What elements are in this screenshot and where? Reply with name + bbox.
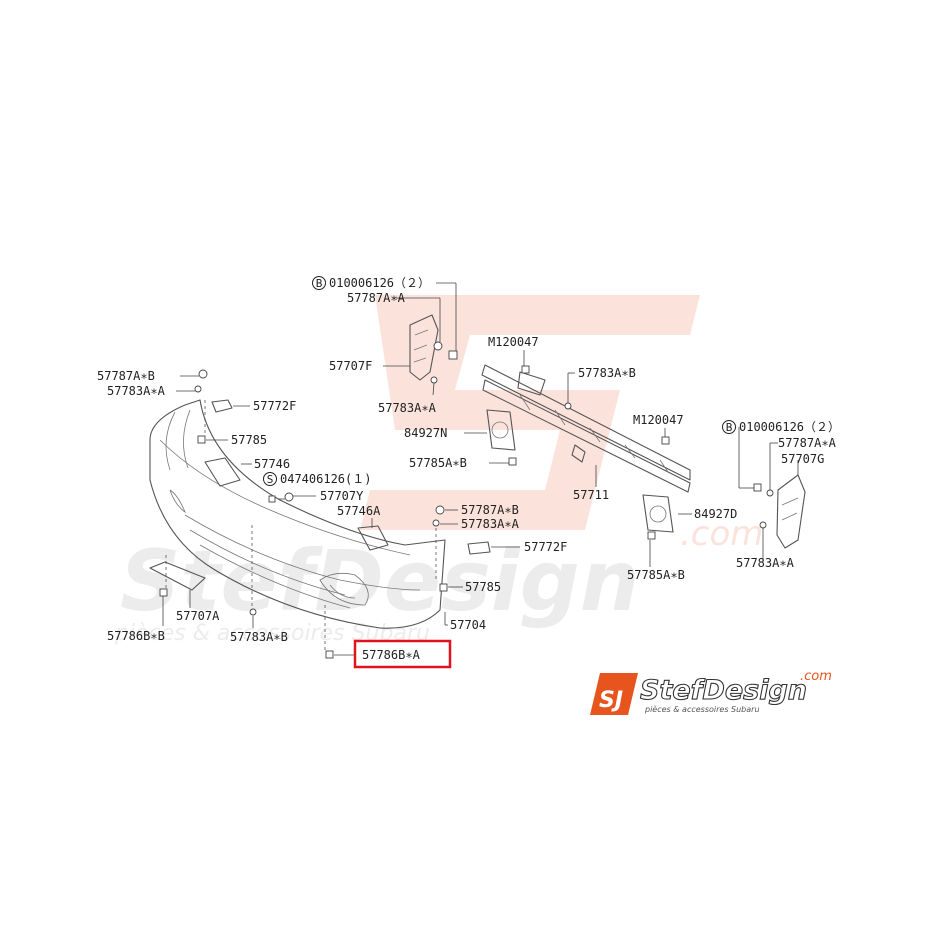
bracket-57707G-drawing — [776, 474, 806, 549]
marker-b-right: B — [726, 421, 733, 434]
highlight-box — [353, 639, 452, 669]
label-57787AB-center: 57787A∗B — [461, 503, 519, 517]
marker-b-top: B — [316, 277, 323, 290]
marker-s: S — [267, 473, 274, 486]
label-57746A: 57746A — [337, 504, 381, 518]
label-57785-left: 57785 — [231, 433, 267, 447]
label-57783AA-mid: 57783A∗A — [378, 401, 437, 415]
label-57772F-right: 57772F — [524, 540, 567, 554]
label-57786BB: 57786B∗B — [107, 629, 165, 643]
label-57783AB-bottom: 57783A∗B — [230, 630, 288, 644]
label-84927N: 84927N — [404, 426, 447, 440]
label-010006126-right: 010006126（２） — [739, 420, 840, 434]
marker-b-right-circle — [722, 420, 736, 434]
marker-s-circle — [263, 472, 277, 486]
label-M120047-a: M120047 — [488, 335, 539, 349]
bracket-84927N-drawing — [486, 409, 516, 451]
watermark-sj-mark — [360, 295, 700, 530]
label-57707Y: 57707Y — [320, 489, 364, 503]
label-57707G: 57707G — [781, 452, 824, 466]
circle-markers: B B S — [263, 276, 736, 486]
marker-b-top-circle — [312, 276, 326, 290]
leader-lines — [162, 282, 799, 656]
label-57785-right: 57785 — [465, 580, 501, 594]
label-57707A: 57707A — [176, 609, 220, 623]
label-57746: 57746 — [254, 457, 290, 471]
logo-domain: .com — [800, 669, 832, 684]
watermark-domain: .com — [680, 514, 763, 554]
label-57787AB-left: 57787A∗B — [97, 369, 155, 383]
logo-brand: StefDesign — [640, 675, 807, 706]
label-57783AA-left: 57783A∗A — [107, 384, 166, 398]
bumper-cover-drawing — [149, 399, 446, 629]
label-57787AA-right: 57787A∗A — [778, 436, 837, 450]
part-labels: 010006126（２） 57787A∗A 57707F 57783A∗A M1… — [97, 276, 840, 662]
label-047406126: 047406126(１) — [280, 472, 371, 486]
label-57711: 57711 — [573, 488, 609, 502]
label-57786BA: 57786B∗A — [362, 648, 421, 662]
bracket-84927D-drawing — [642, 494, 674, 533]
label-57707F: 57707F — [329, 359, 372, 373]
label-57783AA-center: 57783A∗A — [461, 517, 520, 531]
label-84927D: 84927D — [694, 507, 737, 521]
label-57783AA-right: 57783A∗A — [736, 556, 795, 570]
label-57785AB-right: 57785A∗B — [627, 568, 685, 582]
logo-mark-shape — [590, 673, 638, 715]
logo-tagline: pièces & accessoires Subaru — [644, 704, 760, 714]
beam-57711-drawing — [481, 364, 691, 493]
stefdesign-logo: SJ StefDesign .com pièces & accessoires … — [590, 669, 832, 715]
logo-mark: SJ — [599, 688, 623, 713]
fasteners — [159, 341, 774, 659]
label-57783AB-top: 57783A∗B — [578, 366, 636, 380]
label-010006126-top: 010006126（２） — [329, 276, 430, 290]
label-57704: 57704 — [450, 618, 486, 632]
label-57785AB-mid: 57785A∗B — [409, 456, 467, 470]
label-57772F-left: 57772F — [253, 399, 296, 413]
bracket-57707F-drawing — [409, 314, 439, 381]
label-M120047-b: M120047 — [633, 413, 684, 427]
small-parts-drawing — [149, 399, 491, 591]
label-57787AA-top: 57787A∗A — [347, 291, 406, 305]
